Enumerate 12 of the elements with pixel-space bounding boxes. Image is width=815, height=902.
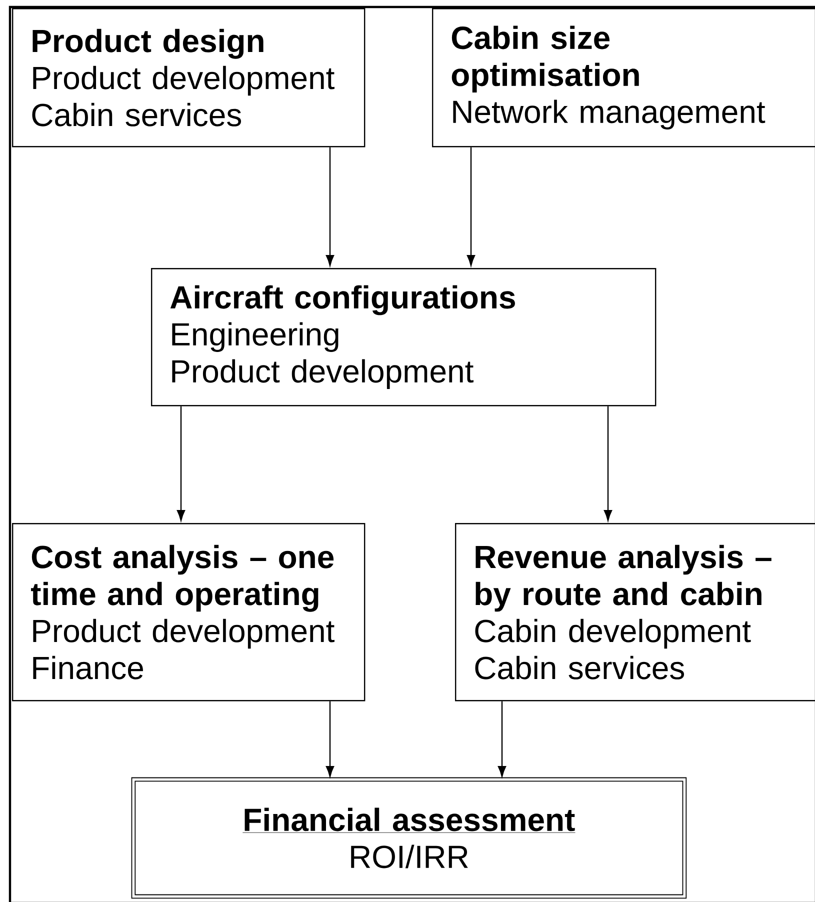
arrow [604, 406, 612, 521]
process-box: Aircraft configurations Engineering Product development [151, 268, 656, 406]
process-box: Product design Product development Cabin services [12, 8, 366, 148]
arrow [326, 147, 334, 266]
process-box: Cabin size optimisation Network management [432, 8, 815, 148]
process-box: Cost analysis – one time and operating Product development Finance [12, 523, 366, 702]
arrow [326, 701, 334, 777]
assessment-box: Financial assessment ROI/IRR [131, 777, 687, 899]
arrow [176, 406, 186, 521]
process-box: Revenue analysis – by route and cabin Cabin development Cabin services [455, 523, 815, 702]
arrow [466, 147, 476, 266]
arrow [498, 701, 506, 777]
